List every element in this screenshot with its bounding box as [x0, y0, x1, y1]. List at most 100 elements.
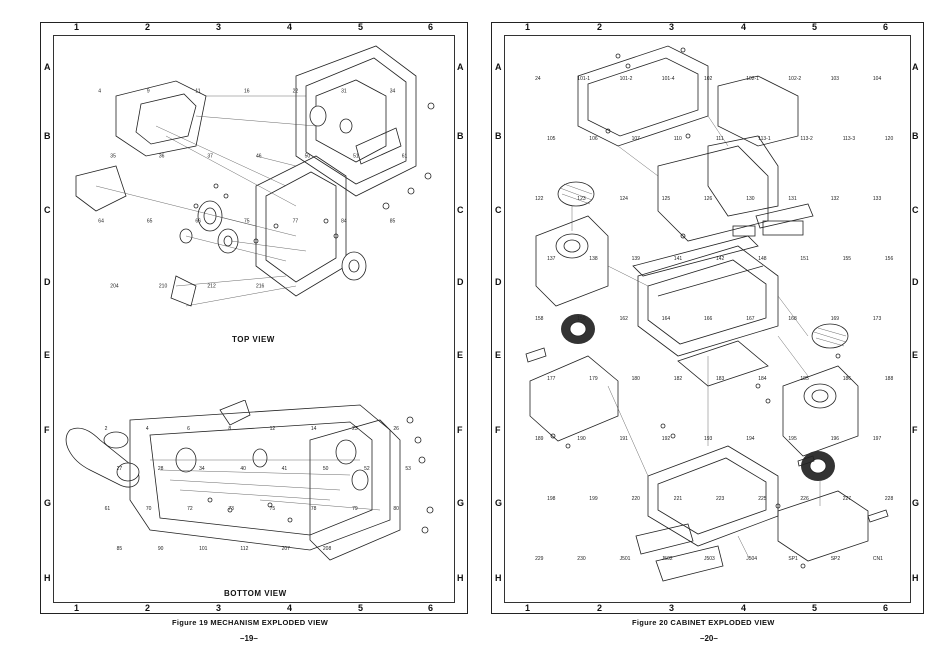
page-number-19: –19– — [240, 634, 258, 643]
bottom-view-part-label: 26 — [393, 426, 399, 432]
left-row-d: D — [44, 277, 51, 287]
right-row-f-right: F — [912, 425, 918, 435]
left-col-5-bottom: 5 — [358, 603, 364, 613]
cabinet-part-label: SP2 — [831, 556, 841, 562]
cabinet-part-label: 168 — [788, 316, 797, 322]
cabinet-part-label: 111 — [716, 136, 724, 142]
right-col-3-bottom: 3 — [669, 603, 675, 613]
cabinet-part-label: 113-1 — [758, 136, 771, 142]
cabinet-part-label: 173 — [873, 316, 882, 322]
left-col-2: 2 — [145, 22, 151, 32]
cabinet-part-label: 156 — [885, 256, 894, 262]
right-col-4-bottom: 4 — [741, 603, 747, 613]
right-col-2-bottom: 2 — [597, 603, 603, 613]
cabinet-part-label: 191 — [620, 436, 629, 442]
top-view-part-label: 34 — [390, 89, 396, 95]
cabinet-part-label: 139 — [632, 256, 641, 262]
cabinet-part-label: 132 — [831, 196, 840, 202]
right-col-6: 6 — [883, 22, 889, 32]
cabinet-part-label: 124 — [620, 196, 629, 202]
bottom-view-part-label: 207 — [282, 546, 291, 552]
left-row-g: G — [44, 498, 52, 508]
bottom-view-part-label: 52 — [364, 466, 370, 472]
figure-20-caption: Figure 20 CABINET EXPLODED VIEW — [632, 618, 775, 627]
bottom-view-part-label: 12 — [270, 426, 276, 432]
cabinet-part-label: 151 — [800, 256, 809, 262]
cabinet-part-label: 122 — [535, 196, 544, 202]
cabinet-part-label: 190 — [577, 436, 586, 442]
right-col-2: 2 — [597, 22, 603, 32]
bottom-view-part-label: 41 — [282, 466, 288, 472]
bottom-view-part-label: 50 — [323, 466, 329, 472]
right-row-a: A — [495, 62, 502, 72]
top-view-part-label: 204 — [110, 284, 119, 290]
cabinet-part-label: 113-3 — [843, 136, 856, 142]
bottom-view-part-label: 101 — [199, 546, 208, 552]
top-view-label: TOP VIEW — [232, 335, 275, 344]
bottom-view-part-label: 8 — [228, 426, 231, 432]
cabinet-part-label: 131 — [788, 196, 797, 202]
bottom-view-part-label: 78 — [311, 506, 317, 512]
bottom-view-part-label: 2 — [105, 426, 108, 432]
cabinet-part-label: 162 — [620, 316, 629, 322]
cabinet-part-label: 120 — [885, 136, 894, 142]
left-row-f-right: F — [457, 425, 463, 435]
cabinet-part-label: J501 — [620, 556, 631, 562]
left-col-4: 4 — [287, 22, 293, 32]
cabinet-part-label: 133 — [873, 196, 882, 202]
bottom-view-part-label: 6 — [187, 426, 190, 432]
cabinet-part-label: 229 — [535, 556, 544, 562]
cabinet-part-label: 102 — [704, 76, 713, 82]
bottom-view-part-label: 34 — [199, 466, 205, 472]
cabinet-part-label: 159 — [577, 316, 586, 322]
cabinet-part-label: 226 — [800, 496, 809, 502]
right-row-e-right: E — [912, 350, 919, 360]
cabinet-part-label: 102-2 — [788, 76, 801, 82]
left-row-b: B — [44, 131, 51, 141]
top-view-part-label: 51 — [353, 154, 359, 160]
cabinet-part-label: 179 — [589, 376, 598, 382]
cabinet-part-label: 177 — [547, 376, 556, 382]
right-row-g-right: G — [912, 498, 920, 508]
right-row-d-right: D — [912, 277, 919, 287]
cabinet-part-label: 197 — [873, 436, 882, 442]
top-view-part-label: 35 — [110, 154, 116, 160]
right-col-3: 3 — [669, 22, 675, 32]
cabinet-part-label: 193 — [704, 436, 713, 442]
left-col-3-bottom: 3 — [216, 603, 222, 613]
cabinet-part-label: 186 — [843, 376, 852, 382]
bottom-view-part-label: 79 — [352, 506, 358, 512]
figure-19-caption: Figure 19 MECHANISM EXPLODED VIEW — [172, 618, 329, 627]
cabinet-part-label: 105 — [547, 136, 556, 142]
bottom-view-part-label: 27 — [117, 466, 123, 472]
cabinet-part-label: 192 — [662, 436, 671, 442]
right-col-1-bottom: 1 — [525, 603, 531, 613]
cabinet-part-label: 220 — [632, 496, 641, 502]
right-col-5-bottom: 5 — [812, 603, 818, 613]
cabinet-part-label: 189 — [535, 436, 544, 442]
bottom-view-part-label: 72 — [187, 506, 193, 512]
cabinet-part-label: 158 — [535, 316, 544, 322]
cabinet-part-label: 180 — [632, 376, 641, 382]
cabinet-part-label: 155 — [843, 256, 852, 262]
left-col-1-bottom: 1 — [74, 603, 80, 613]
right-row-f: F — [495, 425, 501, 435]
top-view-part-label: 212 — [207, 284, 216, 290]
bottom-view-part-label: 53 — [405, 466, 411, 472]
cabinet-part-label: 113-2 — [800, 136, 813, 142]
top-view-part-label: 75 — [244, 219, 250, 225]
cabinet-part-label: 225 — [758, 496, 767, 502]
cabinet-part-label: 183 — [716, 376, 725, 382]
bottom-view-part-label: 70 — [146, 506, 152, 512]
cabinet-part-label: 184 — [758, 376, 767, 382]
top-view-part-label: 85 — [390, 219, 396, 225]
bottom-view-part-label: 85 — [117, 546, 123, 552]
top-view-part-label: 61 — [402, 154, 408, 160]
right-col-4: 4 — [741, 22, 747, 32]
left-row-a: A — [44, 62, 51, 72]
cabinet-part-label: 101-2 — [620, 76, 633, 82]
left-col-5: 5 — [358, 22, 364, 32]
cabinet-part-label: SP1 — [788, 556, 798, 562]
top-view-part-label: 11 — [195, 89, 200, 95]
